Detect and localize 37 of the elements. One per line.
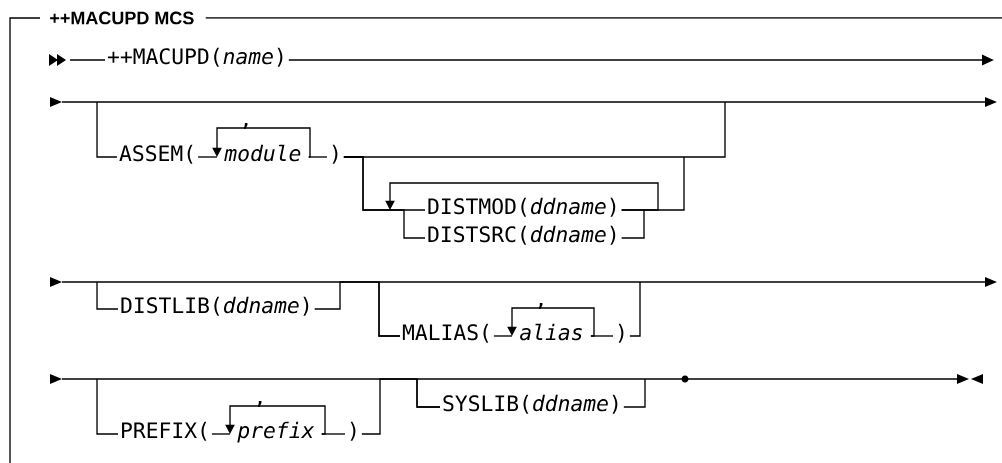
syntax-variable: prefix (237, 421, 315, 443)
syntax-keyword: SYSLIB(ddname) (443, 394, 618, 414)
track-line (623, 378, 646, 408)
syntax-keyword: PREFIX( (122, 421, 207, 441)
track-line (288, 54, 994, 66)
track-line (621, 209, 645, 239)
track-line (96, 281, 119, 310)
track-line (629, 281, 641, 337)
title: ++MACUPD MCS (50, 11, 194, 25)
parenthesis: ) (332, 144, 338, 164)
track-line (416, 378, 441, 408)
syntax-keyword: ASSEM( (119, 144, 193, 164)
track-line (378, 281, 401, 337)
track-line (211, 433, 231, 435)
track-line (385, 182, 659, 211)
syntax-keyword: DISTMOD(ddname) (428, 197, 616, 217)
parenthesis: ) (618, 323, 624, 343)
track-line (212, 127, 311, 158)
track-line (96, 378, 119, 435)
parenthesis: ) (350, 421, 356, 441)
repeat-separator: , (252, 399, 268, 409)
repeat-separator: , (238, 121, 254, 131)
syntax-variable: module (224, 144, 301, 162)
track-line (493, 335, 513, 337)
track-line (69, 59, 106, 61)
syntax-keyword: ++MACUPD(name) (107, 47, 283, 67)
track-line (197, 156, 218, 158)
syntax-variable: alias (520, 323, 582, 341)
syntax-keyword: MALIAS( (402, 323, 489, 343)
track-line (343, 156, 426, 239)
track-line (225, 405, 326, 435)
repeat-separator: , (533, 301, 549, 311)
syntax-keyword: DISTSRC(ddname) (428, 225, 616, 245)
syntax-keyword: DISTLIB(ddname) (121, 296, 309, 316)
track-line (308, 156, 328, 158)
track-line (96, 101, 118, 158)
track-line (507, 307, 595, 337)
